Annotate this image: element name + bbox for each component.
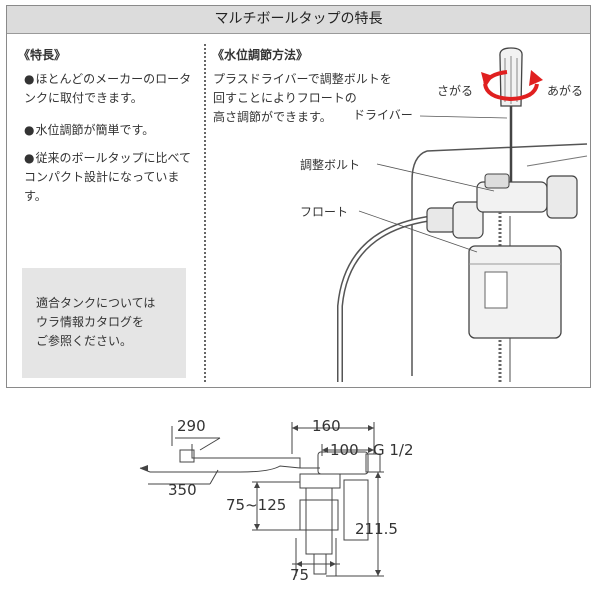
dim-75-125: 75~125 (226, 496, 287, 514)
panel-title: マルチボールタップの特長 (7, 6, 590, 34)
dim-211-5: 211.5 (355, 520, 398, 538)
note-text: 適合タンクについては ウラ情報カタログを ご参照ください。 (36, 296, 156, 348)
bullet-icon: ● (24, 123, 35, 137)
adjust-heading: 《水位調節方法》 (212, 48, 309, 62)
feature-text-1: ほとんどのメーカーのロータンクに取付できます。 (24, 72, 192, 105)
label-float: フロート (300, 205, 349, 219)
label-driver: ドライバー (353, 108, 413, 122)
dim-thread: G 1/2 (373, 441, 414, 459)
features-panel: マルチボールタップの特長 《特長》 ●ほとんどのメーカーのロータンクに取付できま… (6, 5, 591, 388)
features-heading: 《特長》 (18, 48, 67, 62)
dim-100: 100 (330, 441, 359, 459)
dim-350: 350 (168, 481, 197, 499)
feature-item-1: ●ほとんどのメーカーのロータンクに取付できます。 (24, 70, 202, 108)
feature-text-3: 従来のボールタップに比べてコンパクト設計になっています。 (24, 151, 192, 203)
column-divider (204, 44, 206, 382)
dim-75: 75 (290, 566, 310, 584)
feature-item-3: ●従来のボールタップに比べてコンパクト設計になっています。 (24, 149, 202, 206)
label-bolt: 調整ボルト (300, 158, 361, 172)
bullet-icon: ● (24, 72, 35, 86)
note-box: 適合タンクについては ウラ情報カタログを ご参照ください。 (22, 268, 186, 378)
dimension-drawing (139, 422, 384, 577)
label-down: さがる (437, 84, 474, 98)
dim-290: 290 (177, 417, 206, 435)
adjust-description: プラスドライバーで調整ボルトを 回すことによりフロートの 高さ調節ができます。 (213, 72, 392, 124)
bullet-icon: ● (24, 151, 35, 165)
dim-160: 160 (312, 417, 341, 435)
feature-text-2: 水位調節が簡単です。 (35, 123, 155, 137)
label-up: あがる (547, 84, 584, 98)
feature-item-2: ●水位調節が簡単です。 (24, 121, 202, 140)
